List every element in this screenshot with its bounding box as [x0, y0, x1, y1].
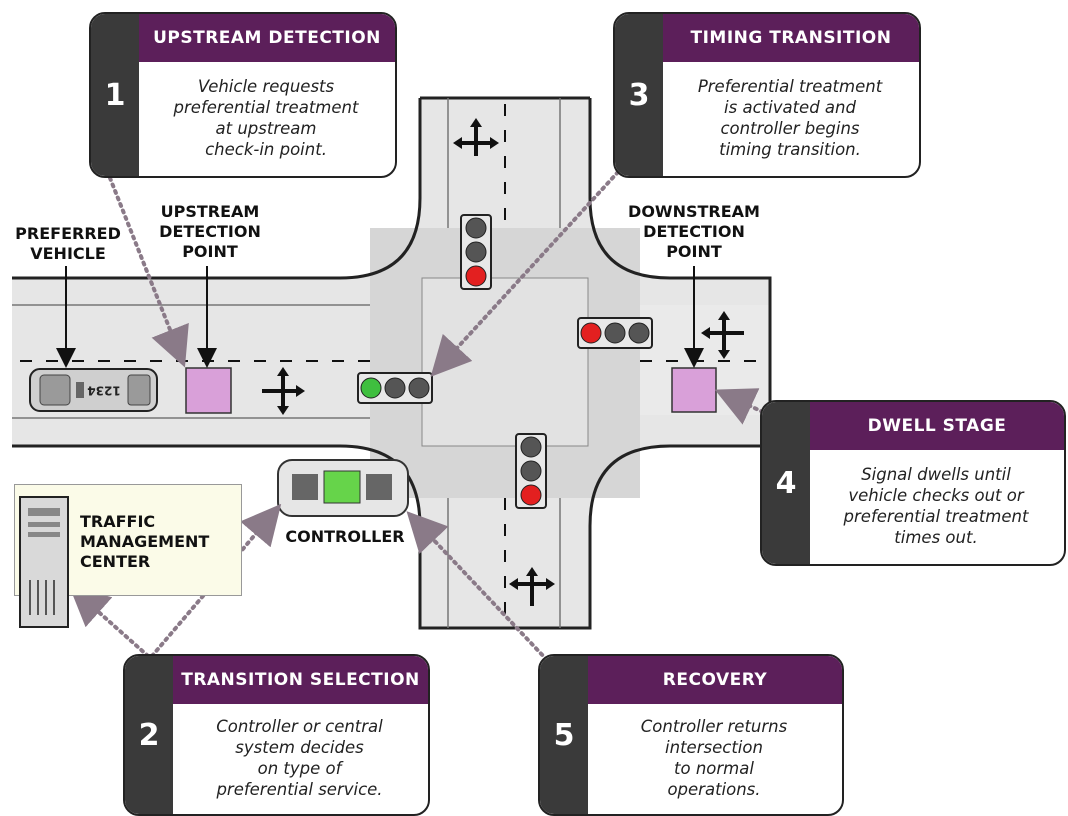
connector-4-to-downstream-point — [714, 388, 765, 425]
callout-number: 1 — [91, 14, 139, 176]
tmc-label: TRAFFIC MANAGEMENT CENTER — [80, 512, 210, 571]
callout-text: Vehicle requests preferential treatment … — [173, 77, 359, 159]
preferred-vehicle-label: PREFERRED VEHICLE — [15, 224, 121, 263]
callout-title: TRANSITION SELECTION — [173, 656, 428, 704]
callout-number: 2 — [125, 656, 173, 814]
traffic-signals — [357, 214, 653, 509]
callout-number: 3 — [615, 14, 663, 176]
movement-arrows — [262, 118, 744, 606]
callout-recovery: 5 RECOVERY Controller returns intersecti… — [538, 654, 844, 816]
callout-timing-transition: 3 TIMING TRANSITION Preferential treatme… — [613, 12, 921, 178]
movement-arrow-north — [453, 118, 499, 156]
callout-title: DWELL STAGE — [810, 402, 1064, 450]
movement-arrow-south — [509, 567, 555, 606]
connector-3-to-west-signal — [430, 170, 620, 377]
dotted-connectors — [69, 170, 765, 662]
callout-number: 5 — [540, 656, 588, 814]
signal-lamp — [465, 241, 487, 263]
connector-2-to-controller — [150, 503, 282, 658]
signal-lamp — [580, 322, 602, 344]
callout-text: Controller returns intersection to norma… — [640, 717, 788, 799]
upstream-detection-point-label: UPSTREAM DETECTION POINT — [159, 202, 261, 261]
downstream-detection-point — [671, 367, 717, 413]
controller-device — [277, 459, 409, 517]
upstream-detection-point — [185, 367, 232, 414]
signal-lamp — [465, 265, 487, 287]
callout-title: RECOVERY — [588, 656, 842, 704]
callout-title: UPSTREAM DETECTION — [139, 14, 395, 62]
signal-lamp — [408, 377, 430, 399]
callout-upstream-detection: 1 UPSTREAM DETECTION Vehicle requests pr… — [89, 12, 397, 178]
signal-lamp — [628, 322, 650, 344]
road-edges — [12, 96, 772, 630]
callout-transition-selection: 2 TRANSITION SELECTION Controller or cen… — [123, 654, 430, 816]
controller-label: CONTROLLER — [285, 527, 405, 546]
callout-title: TIMING TRANSITION — [663, 14, 919, 62]
callout-text: Controller or central system decides on … — [216, 717, 383, 799]
connector-5-to-controller — [406, 511, 549, 662]
preferred-vehicle: 1234 — [29, 368, 158, 412]
callout-text: Preferential treatment is activated and … — [697, 77, 883, 159]
movement-arrow-east — [701, 311, 744, 359]
traffic-signal-south — [515, 433, 547, 509]
signal-lamp — [520, 460, 542, 482]
callout-number: 4 — [762, 402, 810, 564]
movement-arrow-west — [262, 367, 305, 415]
signal-lamp — [520, 436, 542, 458]
signal-lamp — [465, 217, 487, 239]
callout-text: Signal dwells until vehicle checks out o… — [843, 465, 1029, 547]
traffic-signal-west — [357, 372, 433, 404]
connector-1-to-upstream-point — [108, 176, 189, 368]
connector-2-to-tmc — [69, 585, 150, 658]
callout-dwell-stage: 4 DWELL STAGE Signal dwells until vehicl… — [760, 400, 1066, 566]
label-pointers — [56, 266, 704, 368]
lane-markings — [12, 98, 770, 628]
signal-lamp — [604, 322, 626, 344]
traffic-signal-north — [460, 214, 492, 290]
server-icon — [19, 496, 69, 628]
signal-lamp — [520, 484, 542, 506]
signal-lamp — [360, 377, 382, 399]
traffic-signal-east — [577, 317, 653, 349]
signal-lamp — [384, 377, 406, 399]
downstream-detection-point-label: DOWNSTREAM DETECTION POINT — [628, 202, 760, 261]
vehicle-plate: 1234 — [87, 384, 120, 398]
